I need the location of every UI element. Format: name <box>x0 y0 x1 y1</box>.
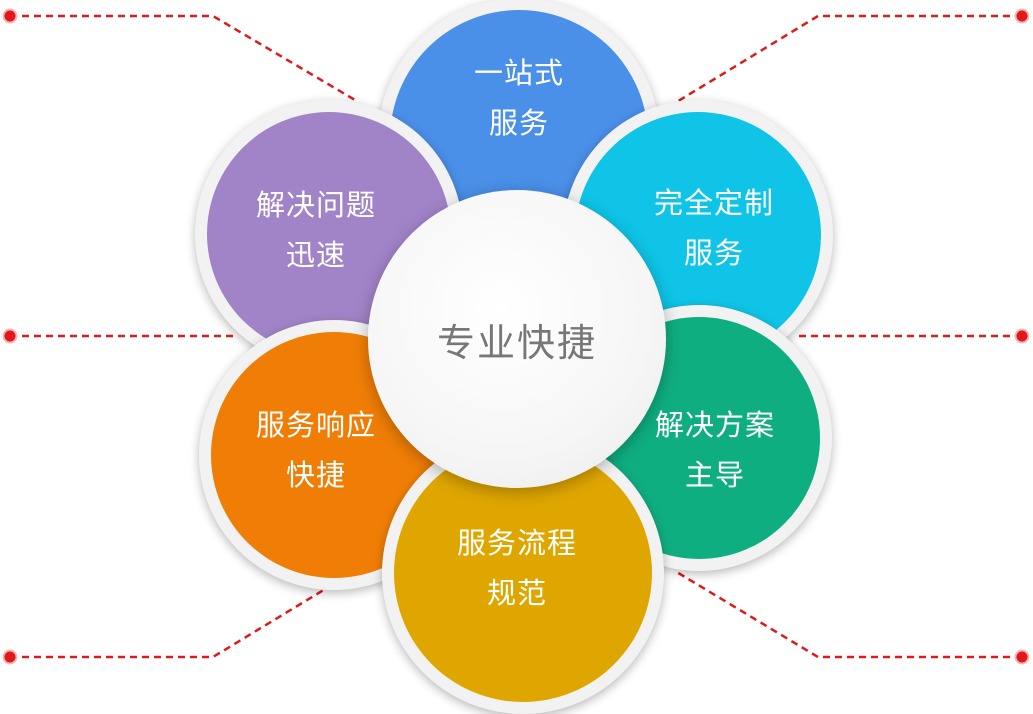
connector-top-right <box>674 14 1022 105</box>
connector-top-left <box>10 14 356 102</box>
petal-upper-left-line1: 解决问题 <box>255 188 376 222</box>
petal-bottom-line2: 规范 <box>486 576 547 610</box>
petal-top-label: 一站式 服务 <box>409 48 629 148</box>
connector-bottom-right <box>674 569 1022 659</box>
endpoint-dot-mid-left <box>2 328 18 344</box>
petal-lower-right-label: 解决方案 主导 <box>605 400 825 500</box>
endpoint-dot-mid-right <box>1014 328 1030 344</box>
endpoint-dot-bottom-right <box>1014 649 1030 665</box>
petal-upper-left-label: 解决问题 迅速 <box>206 180 426 280</box>
petal-top-line1: 一站式 <box>473 56 564 90</box>
petal-lower-right-line1: 解决方案 <box>654 408 775 442</box>
endpoint-dot-top-left <box>2 8 18 24</box>
petal-lower-left-line2: 快捷 <box>285 458 346 492</box>
petal-upper-right-line1: 完全定制 <box>653 186 774 220</box>
endpoint-dot-bottom-left <box>2 649 18 665</box>
petal-lower-left-line1: 服务响应 <box>255 408 376 442</box>
petal-upper-right-label: 完全定制 服务 <box>604 178 824 278</box>
endpoint-dot-top-right <box>1014 8 1030 24</box>
petal-upper-right-line2: 服务 <box>683 236 744 270</box>
petal-upper-left-line2: 迅速 <box>285 238 346 272</box>
petal-top-line2: 服务 <box>488 106 549 140</box>
center-circle: 专业快捷 <box>368 190 666 488</box>
connector-lines <box>2 8 1030 665</box>
petal-lower-right-line2: 主导 <box>684 458 745 492</box>
petal-bottom-label: 服务流程 规范 <box>407 518 627 618</box>
center-label: 专业快捷 <box>436 320 597 365</box>
petal-lower-left-label: 服务响应 快捷 <box>206 400 426 500</box>
petal-bottom-line1: 服务流程 <box>456 526 577 560</box>
connector-bottom-left <box>10 569 356 659</box>
